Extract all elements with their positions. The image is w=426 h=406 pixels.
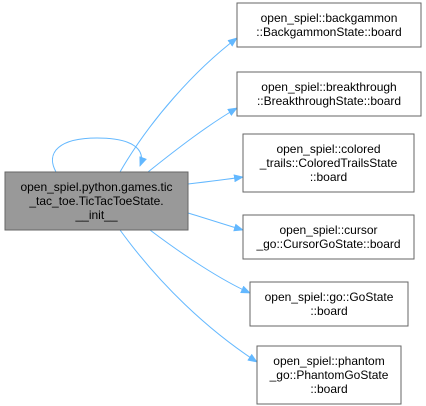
target-node-6-box [256, 345, 402, 405]
target-node-5-label-line: ::board [310, 304, 347, 318]
target-node-1-label-line: open_spiel::backgammon [261, 11, 398, 25]
target-node-1-label-line: ::BackgammonState::board [256, 25, 401, 39]
target-node-6-label-line: _go::PhantomGoState [269, 368, 389, 382]
target-node-4-label-line: open_spiel::cursor [279, 223, 377, 237]
target-node-3-box [242, 133, 415, 193]
source-node-label-line: __init__ [74, 208, 117, 222]
call-edge-t5 [149, 229, 251, 294]
edges [51, 37, 258, 363]
target-node-2-label-line: open_spiel::breakthrough [261, 80, 396, 94]
target-node-2-label-line: ::BreakthroughState::board [257, 94, 401, 108]
target-node-6-label-line: open_spiel::phantom [273, 354, 384, 368]
call-edge-t1 [119, 37, 238, 173]
target-node-6-label-line: ::board [310, 382, 347, 396]
target-node-3-label-line: open_spiel::colored [276, 142, 380, 156]
target-node-4-label-line: _go::CursorGoState::board [255, 237, 400, 251]
target-node-3-label-line: _trails::ColoredTrailsState [259, 156, 398, 170]
target-node-6[interactable]: open_spiel::phantom_go::PhantomGoState::… [256, 345, 402, 405]
target-node-5[interactable]: open_spiel::go::GoState::board [249, 281, 409, 327]
target-node-5-label-line: open_spiel::go::GoState [265, 290, 394, 304]
target-node-4-box [242, 214, 415, 260]
target-node-1[interactable]: open_spiel::backgammon::BackgammonState:… [236, 2, 422, 48]
target-node-2[interactable]: open_spiel::breakthrough::BreakthroughSt… [236, 71, 422, 117]
call-edge-t3 [187, 174, 244, 185]
call-edge-t2 [147, 107, 238, 173]
source-node[interactable]: open_spiel.python.games.tic_tac_toe.TicT… [4, 171, 189, 231]
nodes: open_spiel.python.games.tic_tac_toe.TicT… [4, 2, 422, 405]
target-node-4[interactable]: open_spiel::cursor_go::CursorGoState::bo… [242, 214, 415, 260]
target-node-3[interactable]: open_spiel::colored_trails::ColoredTrail… [242, 133, 415, 193]
source-node-label-line: _tac_toe.TicTacToeState. [28, 194, 163, 208]
target-node-1-box [236, 2, 422, 48]
source-node-label-line: open_spiel.python.games.tic [20, 180, 172, 194]
target-node-2-box [236, 71, 422, 117]
self-loop-edge [51, 137, 147, 173]
call-edge-t4 [187, 212, 244, 232]
call-edge-t6 [119, 229, 258, 363]
source-node-box [4, 171, 189, 231]
target-node-3-label-line: ::board [310, 170, 347, 184]
target-node-5-box [249, 281, 409, 327]
